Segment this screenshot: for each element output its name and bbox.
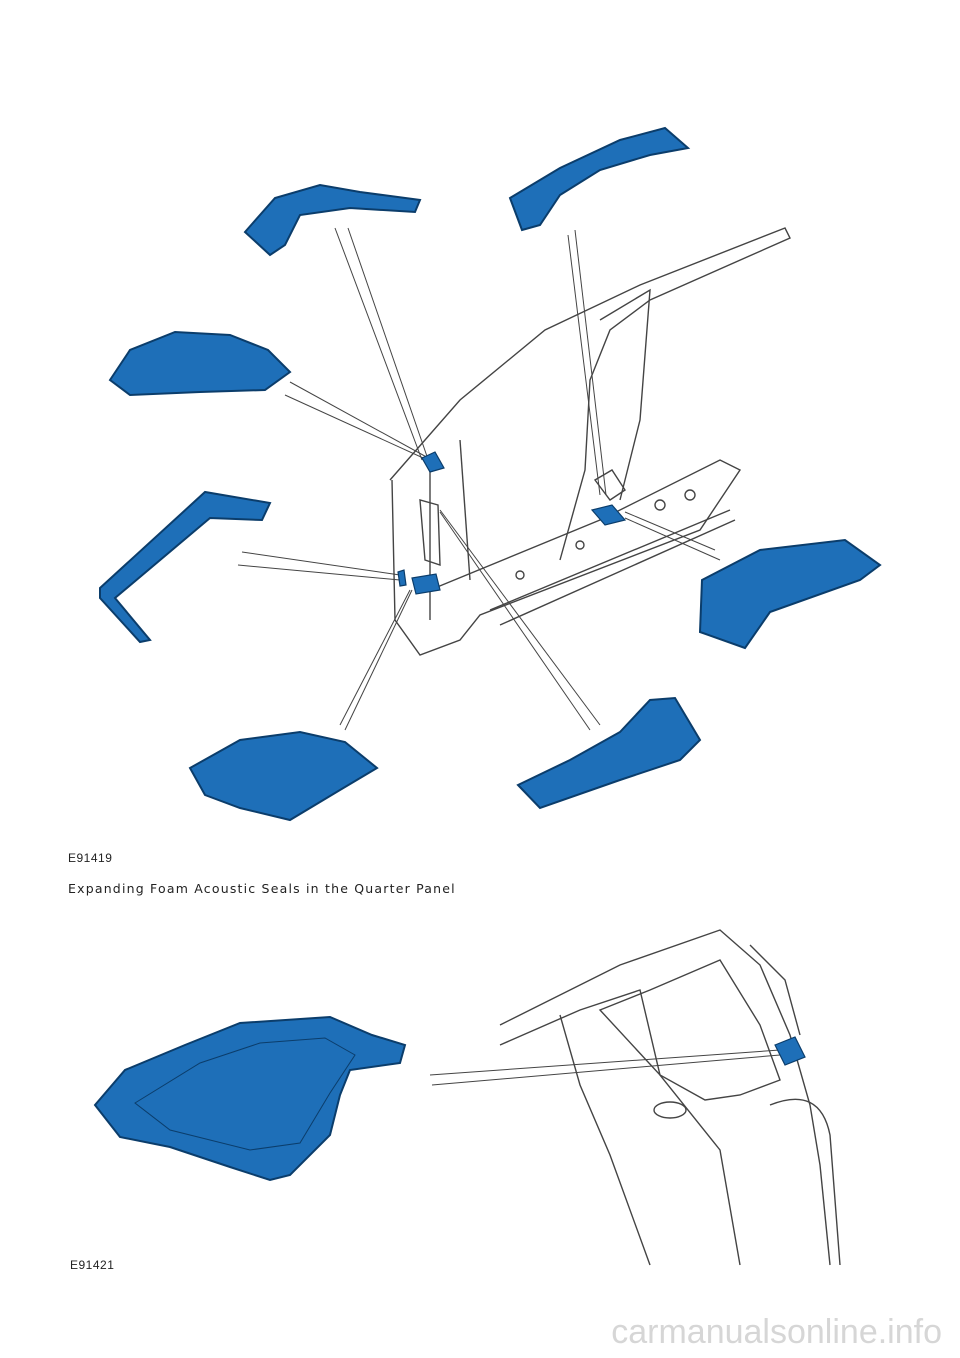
figure-1-id: E91419 <box>68 851 113 865</box>
figure-2-id: E91421 <box>70 1258 115 1272</box>
watermark: carmanualsonline.info <box>611 1313 942 1351</box>
seal-roof-rail <box>508 126 691 232</box>
caption: Expanding Foam Acoustic Seals in the Qua… <box>68 881 456 896</box>
figure-1-illustration <box>99 126 882 822</box>
seal-upper-left <box>243 183 422 257</box>
figure-2: E91421 <box>0 905 960 1285</box>
installed-seals <box>397 451 627 595</box>
figure-1: E91419 <box>68 126 882 865</box>
seal-sill-right <box>698 538 882 650</box>
seal-channel <box>99 490 272 644</box>
seal-quarter-panel <box>93 1015 407 1182</box>
seal-base-lower <box>188 730 379 822</box>
body-side-outline <box>389 227 791 656</box>
seal-rail-lower <box>516 696 702 810</box>
quarter-panel-outline <box>499 929 841 1266</box>
quarter-leader-lines <box>429 1049 781 1086</box>
seal-plate-left <box>108 330 292 397</box>
figure-2-illustration <box>93 929 841 1266</box>
leader-lines <box>237 227 721 731</box>
foam-seals <box>99 126 882 822</box>
